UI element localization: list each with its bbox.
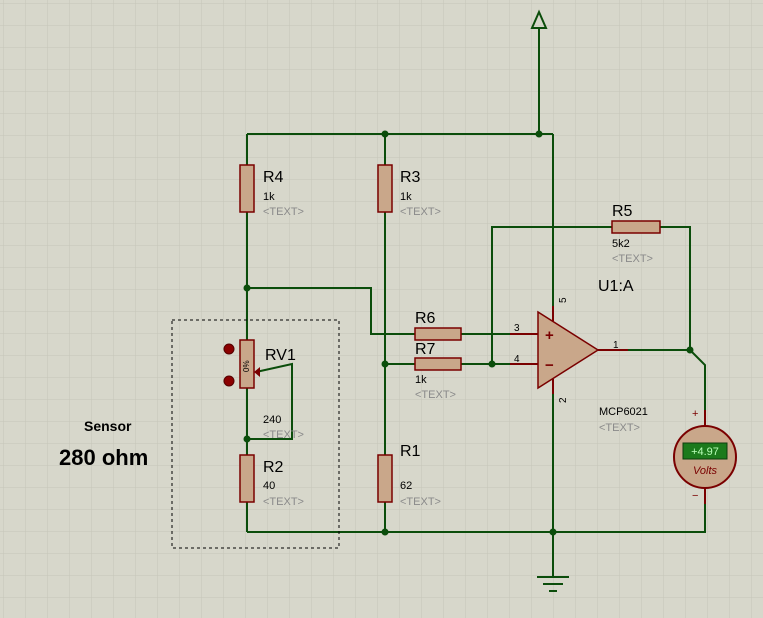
junction-dot — [381, 528, 389, 536]
r2-value: 40 — [263, 480, 275, 492]
r2-body[interactable] — [239, 454, 255, 503]
r7-text: <TEXT> — [415, 389, 456, 401]
opamp-u1[interactable]: + − 3 4 1 5 2 U1:A MCP6021 <TEXT> — [510, 278, 648, 434]
voltmeter-display — [682, 442, 728, 460]
pin-4-label: 4 — [514, 354, 520, 365]
r3-ref: R3 — [400, 169, 421, 186]
r2-text: <TEXT> — [263, 496, 304, 508]
rv1-wiper-percent: 0% — [242, 360, 251, 372]
junctions — [243, 130, 694, 536]
r5-ref: R5 — [612, 203, 633, 220]
voltmeter-minus-label: − — [692, 490, 698, 502]
junction-dot — [381, 130, 389, 138]
resistor-r1[interactable]: R1 62 <TEXT> — [377, 443, 441, 508]
r4-text: <TEXT> — [263, 206, 304, 218]
pin-5-label: 5 — [558, 297, 569, 303]
pin-2-label: 2 — [558, 397, 569, 403]
r6-ref: R6 — [415, 310, 436, 327]
r7-value: 1k — [415, 374, 427, 386]
r3-body[interactable] — [377, 164, 393, 213]
r4-ref: R4 — [263, 169, 284, 186]
resistor-r5[interactable]: R5 5k2 <TEXT> — [611, 203, 661, 265]
r4-value: 1k — [263, 191, 275, 203]
r5-text: <TEXT> — [612, 253, 653, 265]
junction-dot — [686, 346, 694, 354]
r3-text: <TEXT> — [400, 206, 441, 218]
r7-ref: R7 — [415, 341, 436, 358]
rv1-value: 240 — [263, 414, 281, 426]
resistor-r7[interactable]: R7 1k <TEXT> — [414, 341, 462, 401]
r1-body[interactable] — [377, 454, 393, 503]
junction-dot — [243, 435, 251, 443]
r5-value: 5k2 — [612, 238, 630, 250]
r4-body[interactable] — [239, 164, 255, 213]
r1-ref: R1 — [400, 443, 421, 460]
resistor-r6[interactable]: R6 — [414, 310, 462, 341]
u1-ref: U1:A — [598, 278, 634, 295]
resistor-r4[interactable]: R4 1k <TEXT> — [239, 164, 304, 218]
voltmeter-plus-label: + — [692, 408, 698, 420]
junction-dot — [243, 284, 251, 292]
opamp-body[interactable] — [537, 310, 600, 390]
r7-body[interactable] — [414, 357, 462, 371]
sensor-reading: 280 ohm — [59, 445, 148, 470]
rv1-wiper-arrow-icon — [254, 367, 260, 377]
junction-dot — [488, 360, 496, 368]
wires — [246, 28, 706, 576]
junction-dot — [549, 528, 557, 536]
pin-3-label: 3 — [514, 323, 520, 334]
rv1-text: <TEXT> — [263, 429, 304, 441]
rv1-body[interactable] — [239, 339, 255, 389]
r6-body[interactable] — [414, 327, 462, 341]
junction-dot — [381, 360, 389, 368]
junction-dot — [535, 130, 543, 138]
pin-1-label: 1 — [613, 340, 619, 351]
resistor-r3[interactable]: R3 1k <TEXT> — [377, 164, 441, 218]
resistor-r2[interactable]: R2 40 <TEXT> — [239, 454, 304, 508]
u1-part: MCP6021 — [599, 406, 648, 418]
u1-text: <TEXT> — [599, 422, 640, 434]
voltmeter-reading: +4.97 — [691, 446, 719, 458]
rv1-ref: RV1 — [265, 347, 296, 364]
potentiometer-rv1[interactable]: 0% RV1 240 <TEXT> — [223, 339, 304, 441]
sensor-label: Sensor — [84, 418, 132, 434]
ground-icon[interactable] — [537, 576, 569, 592]
r3-value: 1k — [400, 191, 412, 203]
rv1-decrement-button[interactable] — [223, 375, 235, 387]
r2-ref: R2 — [263, 459, 284, 476]
power-terminal-icon[interactable] — [530, 9, 548, 29]
r1-text: <TEXT> — [400, 496, 441, 508]
opamp-plus-sign: + — [545, 327, 554, 344]
voltmeter-unit: Volts — [693, 465, 718, 477]
r5-body[interactable] — [611, 220, 661, 234]
r1-value: 62 — [400, 480, 412, 492]
rv1-increment-button[interactable] — [223, 343, 235, 355]
voltmeter[interactable]: +4.97 Volts + − — [673, 408, 737, 504]
opamp-minus-sign: − — [545, 357, 554, 374]
